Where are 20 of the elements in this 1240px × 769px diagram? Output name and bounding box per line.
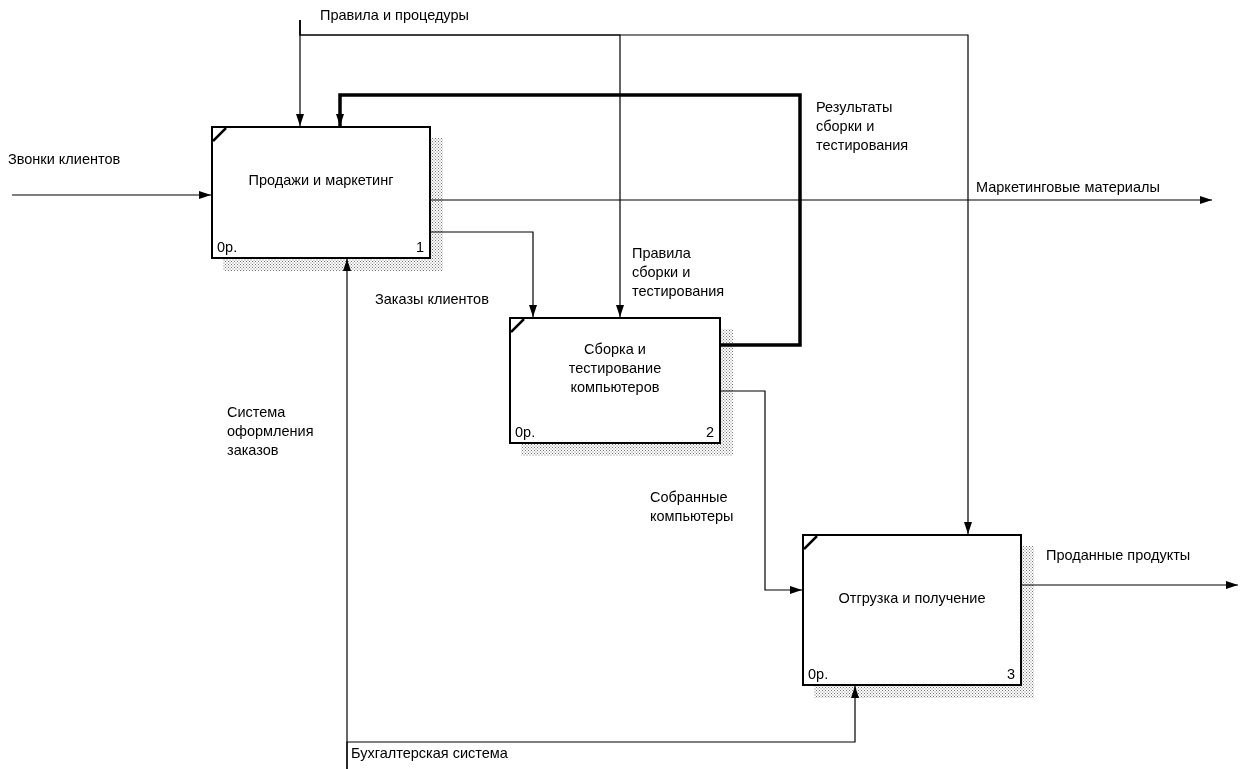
activity-number: 3	[1006, 666, 1015, 682]
node-reference: 0р.	[515, 424, 536, 440]
activity-number: 2	[705, 424, 714, 440]
arrow	[11, 191, 212, 199]
activity-name: Продажи и маркетинг	[248, 171, 394, 190]
arrow	[346, 685, 859, 769]
activity-name: Отгрузка и получение	[838, 588, 986, 608]
arrow	[720, 390, 803, 594]
arrow	[430, 231, 537, 318]
arrow	[430, 196, 1213, 204]
activity-box	[509, 317, 721, 444]
activity-name: Сборка и тестирование компьютеров	[567, 340, 663, 397]
node-reference: 0р.	[217, 239, 238, 255]
activity-number: 1	[415, 239, 424, 255]
node-reference: 0р.	[808, 666, 829, 682]
arrow	[336, 93, 802, 347]
arrow	[299, 19, 972, 535]
arrow	[1021, 581, 1239, 589]
activity-box	[211, 126, 431, 259]
activity-box	[802, 534, 1022, 686]
